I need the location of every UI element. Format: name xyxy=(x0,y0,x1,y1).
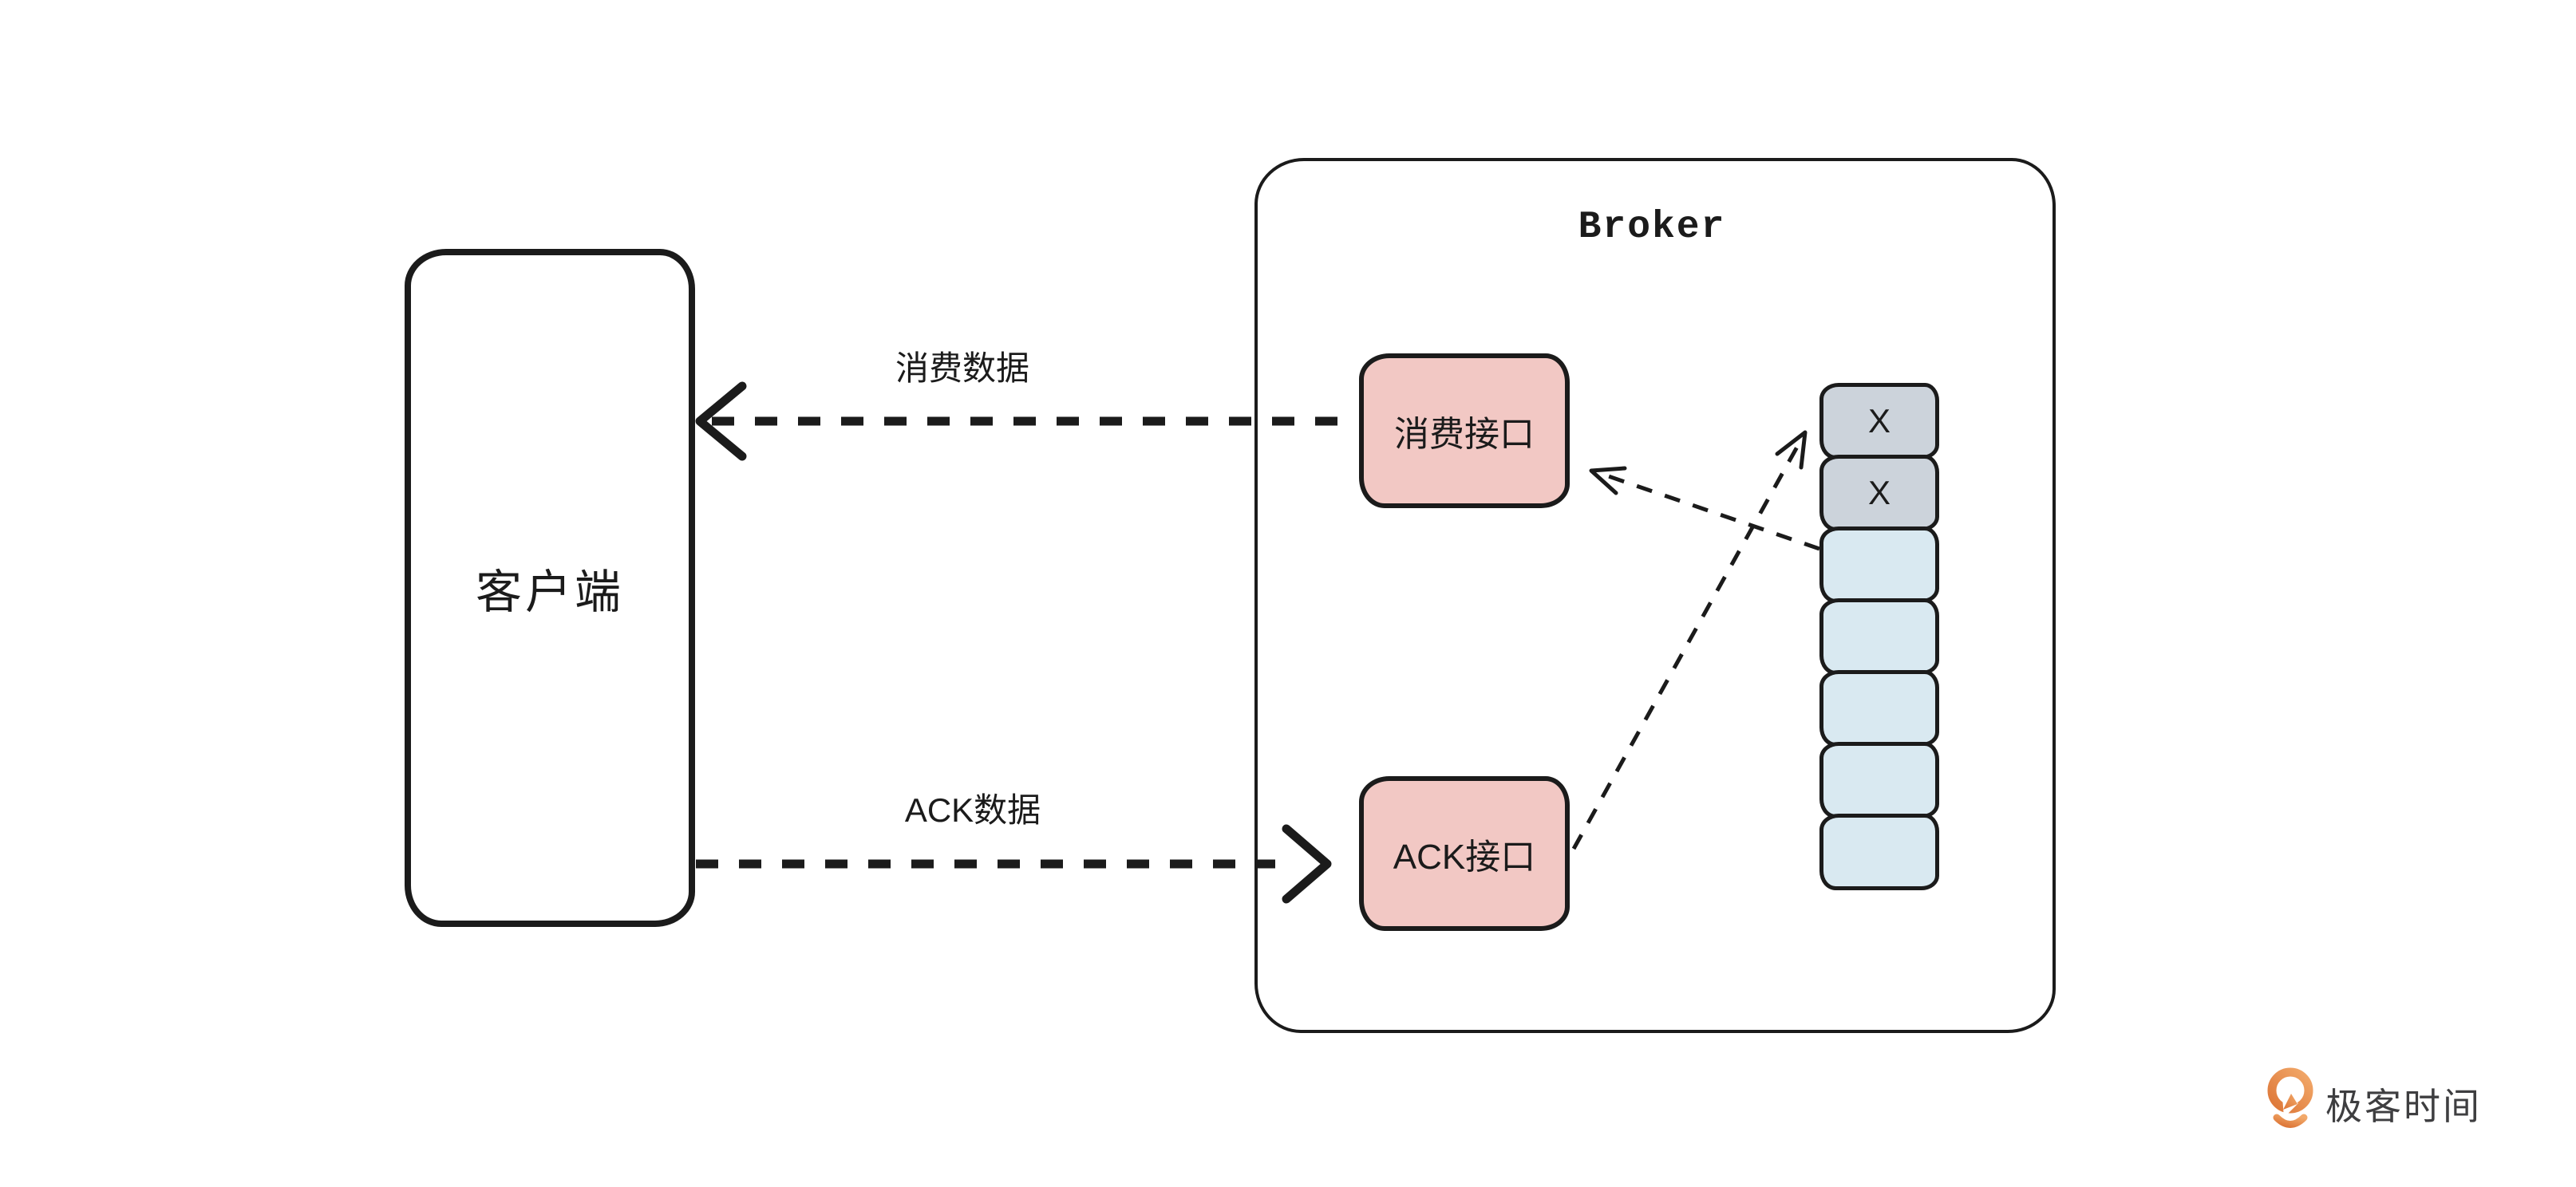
client-label: 客户端 xyxy=(475,566,624,618)
queue-cell xyxy=(1819,526,1939,603)
consume-interface-box: 消费接口 xyxy=(1359,353,1570,508)
geektime-logo-icon xyxy=(2267,1067,2313,1128)
queue-cell: X xyxy=(1819,383,1939,459)
message-queue: X X xyxy=(1819,383,1939,890)
queue-cell xyxy=(1819,598,1939,675)
ack-arrow-label: ACK数据 xyxy=(904,791,1041,829)
client-box: 客户端 xyxy=(405,249,695,927)
queue-cell: X xyxy=(1819,455,1939,531)
geektime-logo: 极客时间 xyxy=(2265,1067,2482,1134)
geektime-logo-text: 极客时间 xyxy=(2325,1086,2482,1127)
queue-cell xyxy=(1819,742,1939,818)
ack-interface-box: ACK接口 xyxy=(1359,776,1570,931)
ack-interface-label: ACK接口 xyxy=(1393,838,1536,877)
consume-arrowhead xyxy=(695,381,747,461)
consume-arrow-label: 消费数据 xyxy=(895,349,1029,387)
consume-interface-label: 消费接口 xyxy=(1394,415,1535,454)
broker-title: Broker xyxy=(1578,206,1726,249)
queue-cell xyxy=(1819,670,1939,747)
queue-cell xyxy=(1819,814,1939,890)
